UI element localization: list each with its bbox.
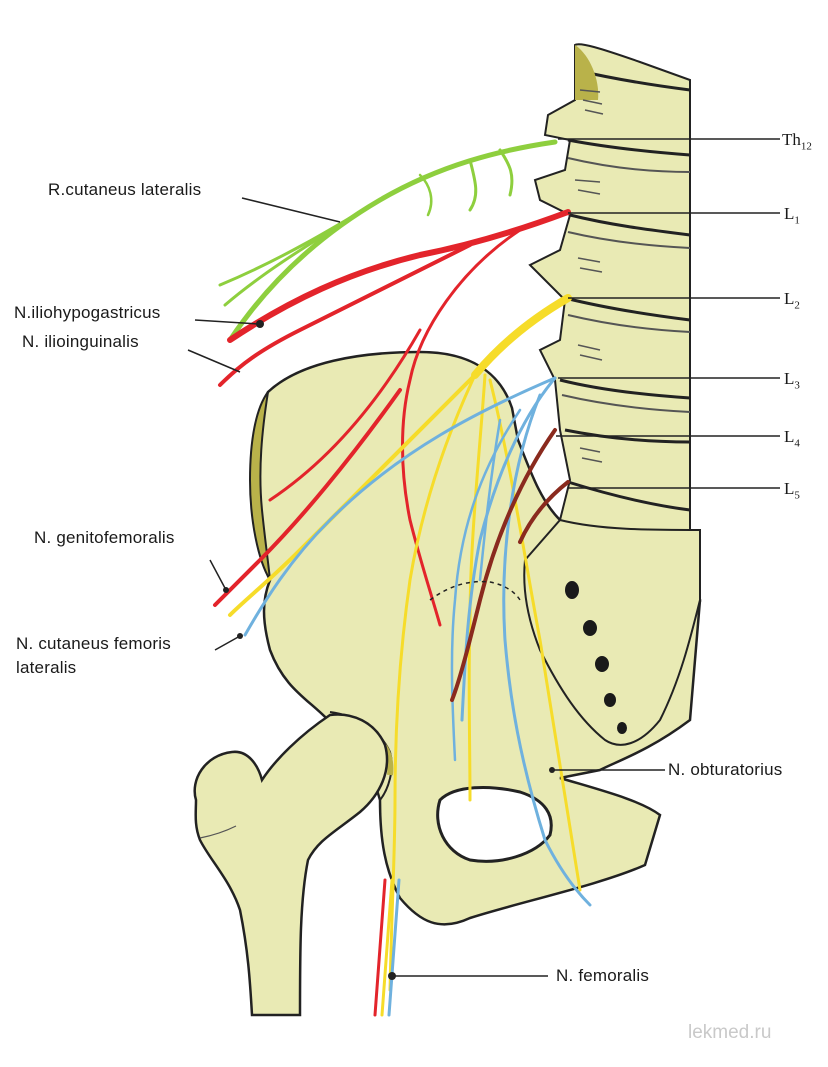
label-r-cutaneus-lateralis: R.cutaneus lateralis: [48, 180, 202, 199]
level-l3: L3: [784, 369, 800, 392]
femoral-nerve-bundle: [373, 878, 401, 1017]
yellow-nerve-l2: [228, 294, 582, 992]
label-n-genitofemoralis: N. genitofemoralis: [34, 528, 175, 547]
label-n-iliohypogastricus: N.iliohypogastricus: [14, 303, 161, 322]
vertebral-column: [528, 43, 702, 602]
ilium-bone: [253, 350, 702, 926]
leader-lines: [187, 138, 780, 977]
label-n-obturatorius: N. obturatorius: [668, 760, 783, 779]
green-nerve-cutaneus-lateralis: [218, 139, 558, 343]
red-nerve-l1: [213, 209, 571, 627]
femur-bone: [193, 713, 389, 1017]
watermark: lekmed.ru: [688, 1022, 772, 1043]
label-n-cutaneus-femoris-line1: N. cutaneus femoris: [16, 634, 171, 653]
label-n-cutaneus-femoris-line2: lateralis: [16, 658, 77, 677]
femur-line: [199, 825, 237, 839]
level-l5: L5: [784, 479, 800, 502]
obturator-foramen: [436, 785, 553, 863]
level-l4: L4: [784, 427, 800, 450]
level-l1: L1: [784, 204, 800, 227]
sacrum: [523, 518, 701, 746]
leader-dots: [223, 320, 555, 980]
sacral-foramina: [565, 581, 627, 734]
pelvic-brim-dashed: [429, 580, 521, 601]
level-th12: Th12: [782, 130, 812, 153]
label-n-ilioinguinalis: N. ilioinguinalis: [22, 332, 139, 351]
level-l2: L2: [784, 289, 800, 312]
label-n-femoralis: N. femoralis: [556, 966, 650, 985]
brown-nerve-l4-l5: [450, 428, 570, 702]
